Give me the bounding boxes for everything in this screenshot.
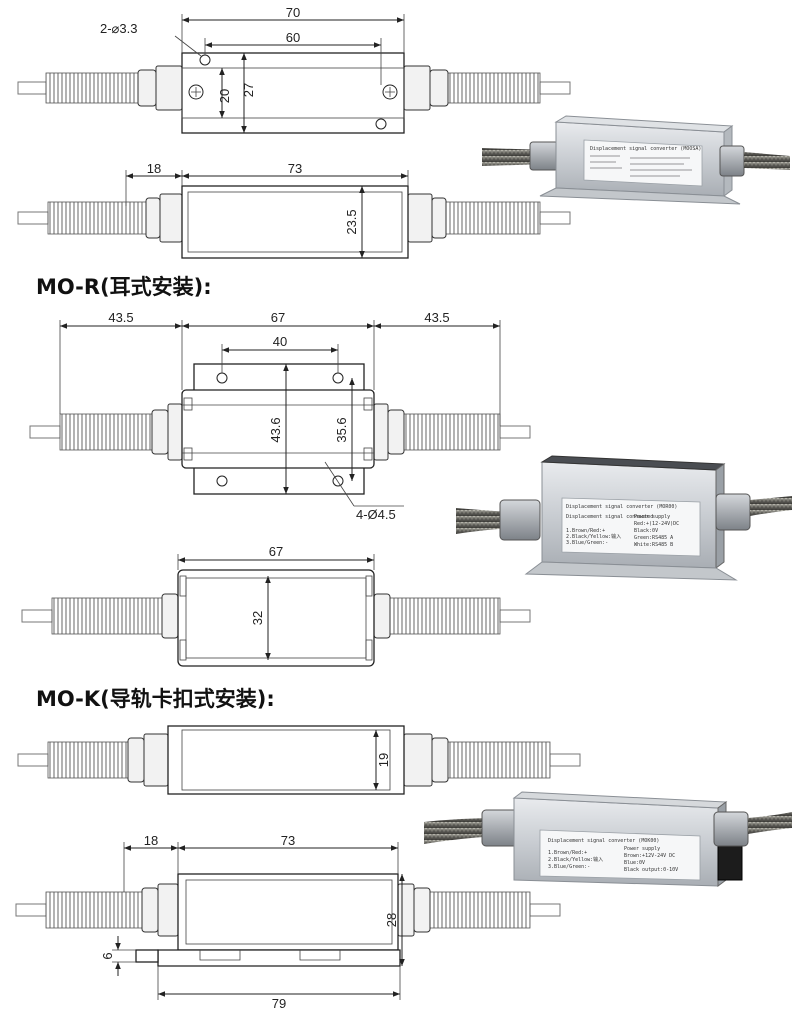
mo-r-side-view-drawing: 67 32 [21,544,531,667]
dim-top-27: 27 [241,83,256,97]
heading-mo-r: MO-R(耳式安装): [36,275,212,299]
dim-k-18: 18 [144,833,158,848]
dim-r-40: 40 [273,334,287,349]
dim-r-43-5-left: 43.5 [108,310,133,325]
photo2-label-line9: 3.Blue/Green:- [566,540,608,546]
photo2-label-line1: Displacement signal connected [566,514,653,520]
photo3-label-line5: 1.Brown/Red:+ [548,850,587,856]
photo2-label-line6: White:RS485 B [634,542,673,548]
photo1-label-title: Displacement signal converter (MOOSA) [590,146,701,152]
photo3-label-title: Displacement signal converter (MOK00) [548,838,659,844]
photo2-label-line3: Red:+(12-24V)DC [634,521,679,527]
dim-r-35-6: 35.6 [334,417,349,442]
dim-r-hole: 4-Ø4.5 [356,507,396,522]
mo-k-top-view-drawing: 19 [17,725,581,795]
product-photo-mo-s: Displacement signal converter (MOOSA) [482,115,790,205]
dim-r-67: 67 [271,310,285,325]
dim-top-60: 60 [286,30,300,45]
photo3-label-line2: Brown:+12V-24V DC [624,853,675,859]
dim-k-6: 6 [100,952,115,959]
photo2-label-line5: Green:RS485 A [634,535,673,541]
photo2-label-line4: Black:0V [634,528,658,534]
photo3-label-line6: 2.Black/Yellow:输入 [548,856,603,863]
dim-r-43-5-right: 43.5 [424,310,449,325]
dim-top-20: 20 [217,89,232,103]
heading-mo-k: MO-K(导轨卡扣式安装): [36,687,275,711]
dim-r-side-32: 32 [250,611,265,625]
photo2-label-title: Displacement signal converter (MOR00) [566,504,677,510]
dim-side-18: 18 [147,161,161,176]
dim-top-70: 70 [286,5,300,20]
photo2-label-line7: 1.Brown/Red:+ [566,528,605,534]
photo3-label-line4: Black output:0-10V [624,867,678,873]
photo3-label-line7: 3.Blue/Green:- [548,864,590,870]
dim-side-23-5: 23.5 [344,209,359,234]
photo3-label-line1: Power supply [624,846,660,852]
photo2-label-line8: 2.Black/Yellow:输入 [566,533,621,540]
dim-k-79: 79 [272,996,286,1011]
photo2-label-line2: Power supply [634,514,670,520]
photo3-label-line3: Blue:0V [624,860,645,866]
top-view-drawing: 70 60 2-⌀3.3 20 27 [17,5,571,134]
dim-r-43-6: 43.6 [268,417,283,442]
product-photo-mo-r: Displacement signal converter (MOR00) Di… [456,455,792,581]
dim-top-hole: 2-⌀3.3 [100,21,137,36]
mo-k-side-view-drawing: 18 73 28 6 79 [15,833,561,1011]
side-view-drawing: 18 73 23.5 [17,161,571,259]
mo-r-top-view-drawing: 43.5 67 43.5 40 43.6 35.6 4-Ø4.5 [29,310,531,522]
product-photo-mo-k: Displacement signal converter (MOK00) 1.… [424,791,792,887]
dim-r-side-67: 67 [269,544,283,559]
dim-k-19: 19 [376,753,391,767]
dim-side-73: 73 [288,161,302,176]
dim-k-28: 28 [384,913,399,927]
dim-k-73: 73 [281,833,295,848]
